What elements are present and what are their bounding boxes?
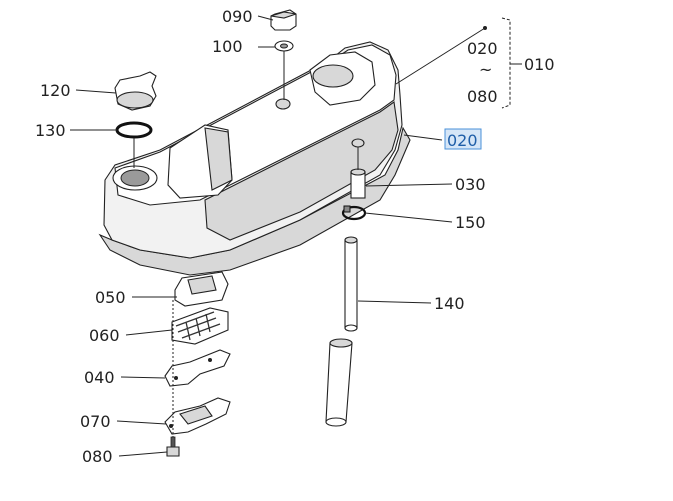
label-140[interactable]: 140 [434,294,465,313]
bolt-080 [166,436,180,457]
plate-040 [164,349,231,387]
leader-010 [395,27,486,85]
label-range-tilde: ~ [479,60,492,79]
label-150[interactable]: 150 [455,213,486,232]
label-090[interactable]: 090 [222,7,253,26]
cap-nut-090 [270,9,297,31]
baffle-050 [174,271,229,307]
label-range-start-020[interactable]: 020 [467,39,498,58]
hose-upper-body [344,239,358,329]
breather-outlet [351,138,365,148]
label-060[interactable]: 060 [89,326,120,345]
label-100[interactable]: 100 [212,37,243,56]
hose-upper-bottom [344,324,358,332]
washer-100 [274,40,294,52]
leader-150 [364,212,453,223]
valve-cover-hump-cap [312,64,354,88]
valve-cover [98,41,411,276]
plate-070-slot [179,405,213,425]
hose-upper-top [344,236,358,244]
filter-mesh [175,311,221,341]
label-120[interactable]: 120 [40,81,71,100]
leader-010-dot [483,26,487,30]
washer-hole [280,43,288,49]
valve-cover-side-face [204,101,399,241]
label-030[interactable]: 030 [455,175,486,194]
hose-140-lower [325,338,353,427]
baffle-top [187,275,217,295]
oring-130 [115,121,153,139]
hose-140-upper [344,236,358,332]
filler-cap-120 [114,71,157,111]
label-050[interactable]: 050 [95,288,126,307]
leader-060 [125,329,173,336]
label-080[interactable]: 080 [82,447,113,466]
label-040[interactable]: 040 [84,368,115,387]
plate-070-hole [169,424,173,428]
leader-090 [257,15,274,21]
breather-stud-hole [275,98,291,110]
fitting-body [350,171,366,199]
cap-nut-top [270,11,297,19]
plate-040-body [164,349,231,387]
plate-040-hole-a [174,376,178,380]
label-070[interactable]: 070 [80,412,111,431]
range-bracket [501,17,511,109]
hose-lower-bottom [325,417,347,427]
label-010[interactable]: 010 [524,55,555,74]
plate-070 [164,397,231,435]
clamp-tab [343,205,351,213]
leader-070 [116,420,167,425]
filter-body [171,307,229,345]
bolt-head [166,446,180,457]
hose-lower-body [325,342,353,423]
hose-lower-top [329,338,353,348]
leader-140 [357,300,432,304]
leader-030 [365,183,453,187]
label-130[interactable]: 130 [35,121,66,140]
label-range-end-080[interactable]: 080 [467,87,498,106]
leader-080 [118,451,168,457]
plate-040-hole-b [208,358,212,362]
leader-120 [75,89,117,94]
bolt-shank [170,436,176,448]
valve-cover-front-bump-face [204,127,233,191]
leader-040 [120,376,166,379]
leader-020-gasket [403,134,443,141]
label-020-gasket[interactable]: 020 [447,131,478,150]
selected-part-highlight [444,128,482,150]
filler-neck-inner [120,169,150,187]
fitting-030 [350,168,366,199]
filter-060 [171,307,229,345]
filler-cap-base [116,91,154,109]
